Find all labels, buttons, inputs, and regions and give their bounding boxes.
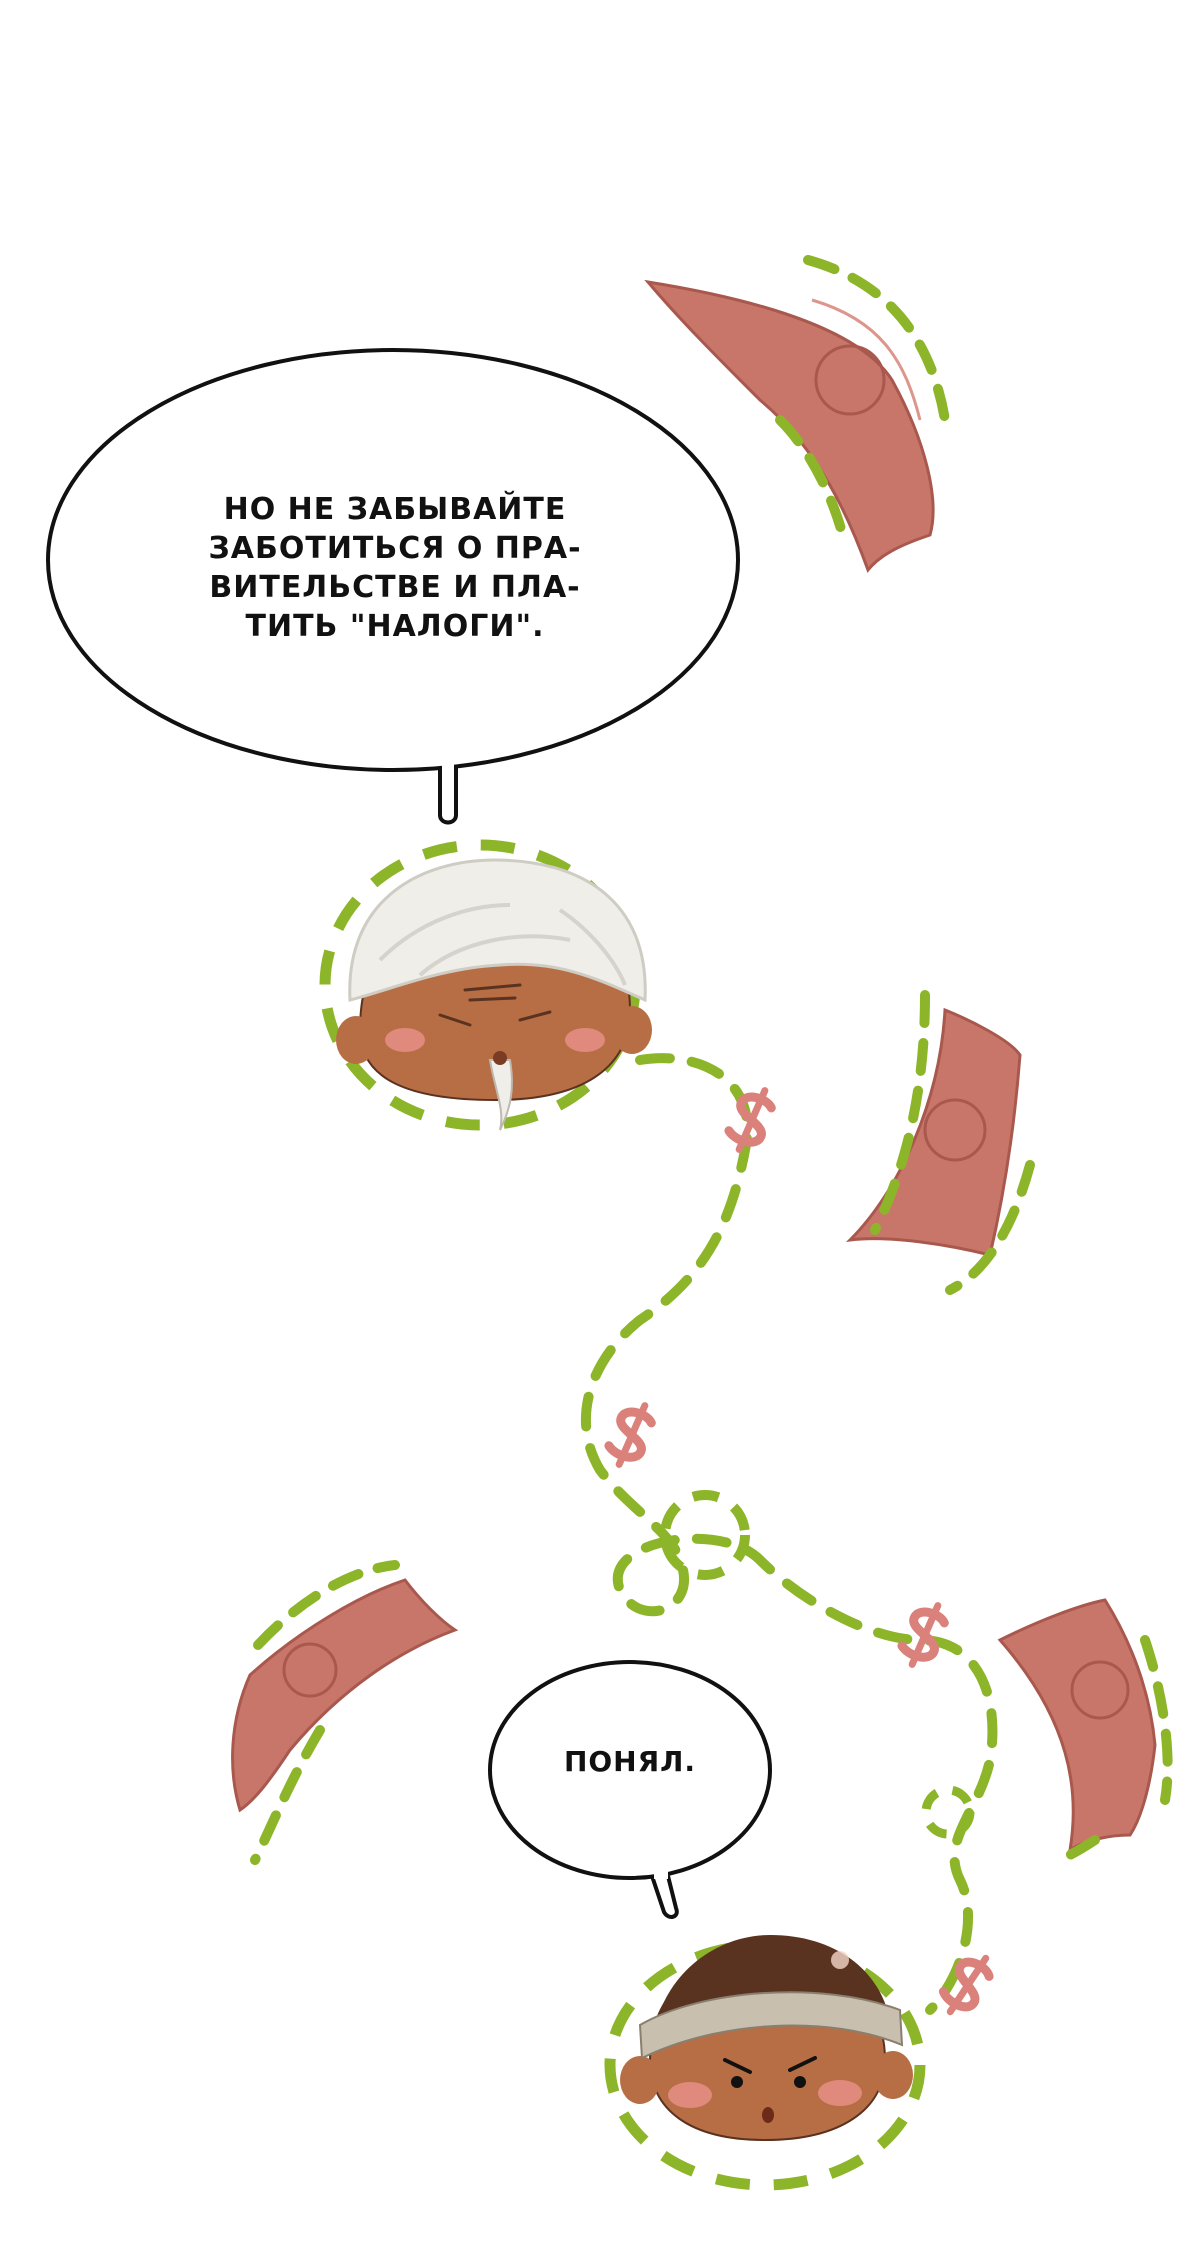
- speech-bubble-top: [46, 348, 740, 825]
- dashed-outline: [775, 255, 950, 550]
- dashed-path: [581, 1053, 998, 2015]
- speech-line: ТИТЬ "НАЛОГИ".: [245, 609, 545, 644]
- speech-line: ПОНЯЛ.: [563, 1745, 697, 1778]
- banknote-icon: [997, 1598, 1157, 1854]
- dollar-sign-icon: [604, 1399, 656, 1470]
- young-man-head-icon: [604, 1935, 926, 2191]
- dashed-outline: [870, 990, 1035, 1295]
- old-man-head-icon: [319, 839, 652, 1131]
- speech-line: ВИТЕЛЬСТВЕ И ПЛА-: [209, 570, 581, 605]
- speech-text-bottom: ПОНЯЛ.: [490, 1745, 770, 1779]
- dashed-loop-small: [921, 1785, 975, 1839]
- dashed-loop: [660, 1490, 750, 1580]
- banknote-icon: [845, 1007, 1022, 1257]
- banknote-icon: [231, 1578, 459, 1813]
- speech-bubble-bottom: [488, 1660, 772, 1919]
- speech-line: НО НЕ ЗАБЫВАЙТЕ: [223, 492, 567, 527]
- speech-line: ЗАБОТИТЬСЯ О ПРА-: [208, 531, 582, 566]
- dashed-outline: [1055, 1635, 1173, 1865]
- dashed-outline: [250, 1560, 400, 1865]
- dollar-sign-icon: [724, 1084, 776, 1155]
- speech-text-top: НО НЕ ЗАБЫВАЙТЕ ЗАБОТИТЬСЯ О ПРА- ВИТЕЛЬ…: [150, 490, 640, 646]
